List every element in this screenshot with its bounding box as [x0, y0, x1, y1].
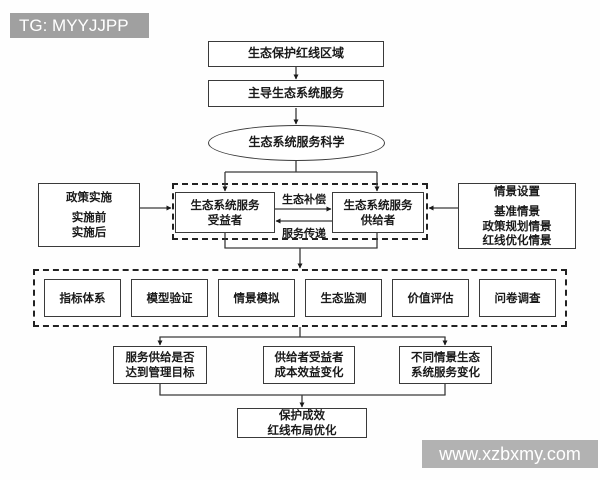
policy-box-title: 政策实施	[66, 190, 112, 205]
scenario-box-lines: 基准情景 政策规划情景 红线优化情景	[482, 203, 552, 248]
box-method-value-assessment: 价值评估	[392, 279, 469, 317]
box-policy-implementation: 政策实施 实施前 实施后	[38, 183, 140, 247]
scenario-box-title: 情景设置	[494, 184, 540, 199]
dashed-group-service-exchange	[172, 183, 428, 240]
dashed-group-methods	[33, 269, 567, 327]
box-service-beneficiaries: 生态系统服务 受益者	[175, 192, 275, 233]
watermark-telegram: TG: MYYJJPP	[10, 13, 149, 38]
box-method-questionnaire-survey: 问卷调查	[479, 279, 556, 317]
box-method-model-validation: 模型验证	[131, 279, 208, 317]
policy-box-lines: 实施前 实施后	[71, 210, 107, 239]
box-service-suppliers: 生态系统服务 供给者	[332, 192, 424, 233]
methods-row: 指标体系 模型验证 情景模拟 生态监测 价值评估 问卷调查	[33, 269, 567, 327]
box-method-indicator-system: 指标体系	[44, 279, 121, 317]
label-service-transfer: 服务传递	[282, 227, 326, 240]
box-protection-effectiveness: 保护成效 红线布局优化	[237, 408, 367, 438]
ellipse-ecosystem-service-science: 生态系统服务科学	[208, 125, 385, 161]
box-outcome-scenario-service-change: 不同情景生态 系统服务变化	[399, 346, 492, 384]
box-outcome-cost-benefit: 供给者受益者 成本效益变化	[263, 346, 355, 384]
watermark-website: www.xzbxmy.com	[422, 440, 598, 468]
box-method-scenario-simulation: 情景模拟	[218, 279, 295, 317]
box-redline-area: 生态保护红线区域	[208, 41, 384, 67]
label-eco-compensation: 生态补偿	[282, 193, 326, 206]
box-scenario-settings: 情景设置 基准情景 政策规划情景 红线优化情景	[458, 183, 576, 249]
box-dominant-services: 主导生态系统服务	[208, 80, 384, 107]
box-method-eco-monitoring: 生态监测	[305, 279, 382, 317]
box-outcome-management-target: 服务供给是否 达到管理目标	[113, 346, 207, 384]
